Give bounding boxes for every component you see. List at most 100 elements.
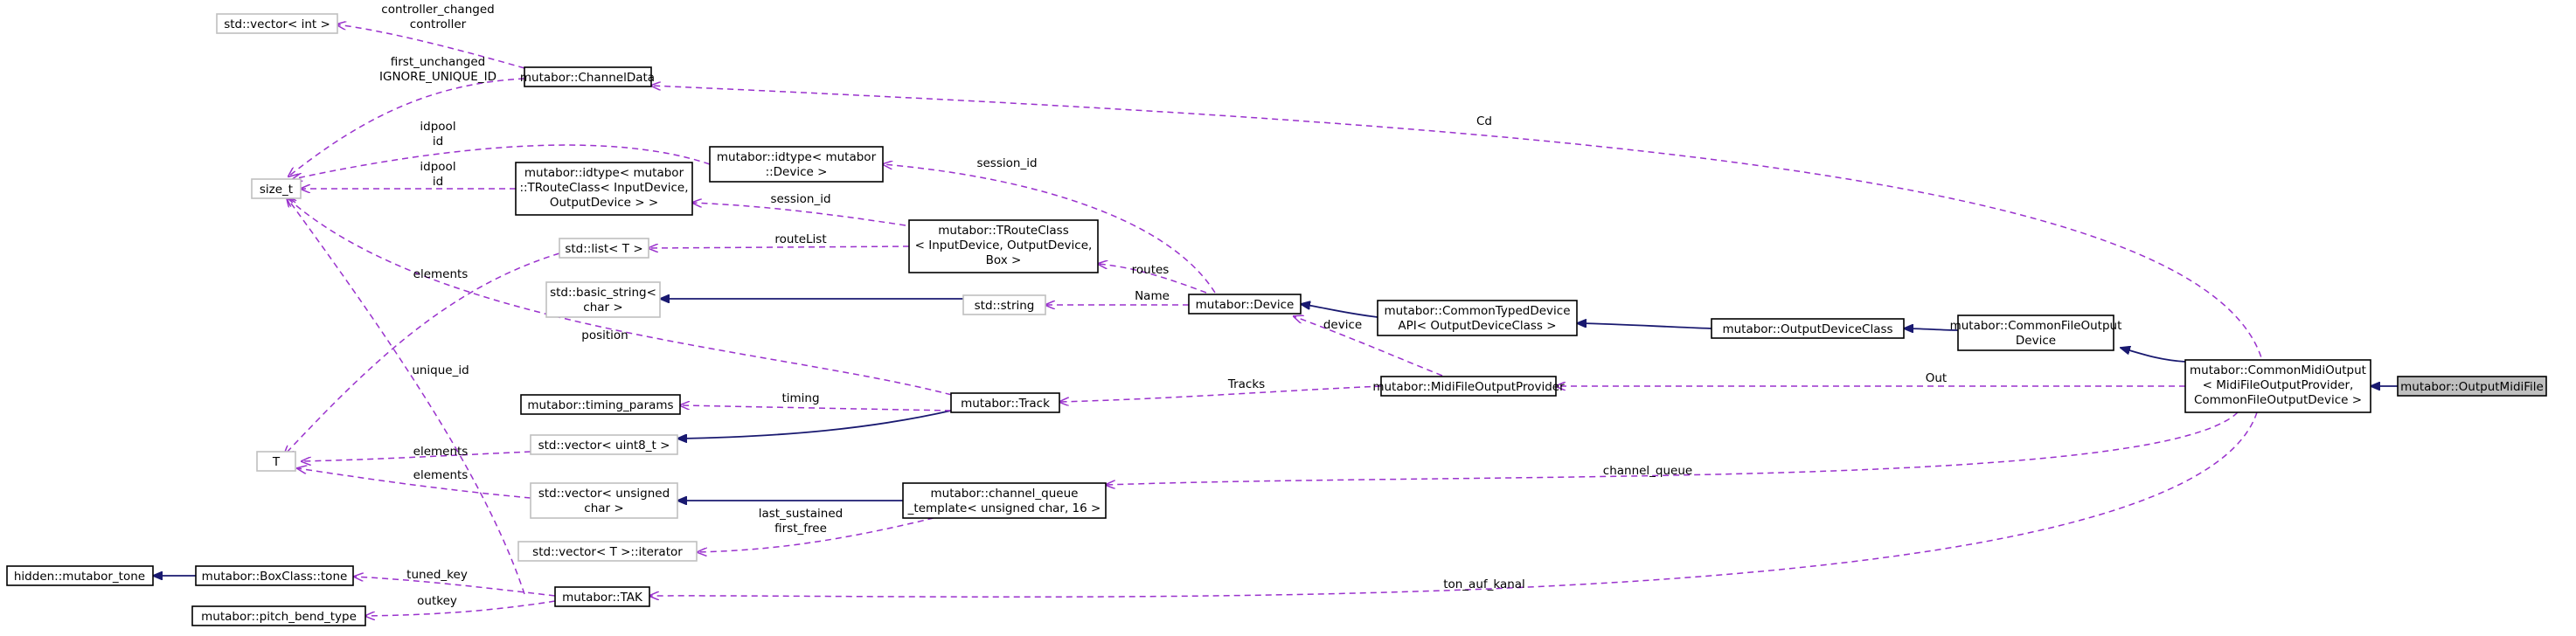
edge-inherit-commonfileoutput-commonmidioutput — [2121, 348, 2186, 363]
text-line: < MidiFileOutputProvider, — [2203, 378, 2354, 392]
edge-label-session-id-device: session_id — [976, 156, 1037, 170]
text-line: unique_id — [412, 363, 469, 377]
edge-use-routelist — [649, 246, 910, 248]
text-line: routeList — [774, 232, 826, 246]
svg-text:mutabor::pitch_bend_type: mutabor::pitch_bend_type — [201, 610, 357, 624]
svg-text:mutabor::Device: mutabor::Device — [1196, 298, 1295, 312]
node-pitch-bend-type[interactable]: mutabor::pitch_bend_type — [191, 605, 366, 626]
text-line: session_id — [976, 156, 1037, 170]
text-line: device — [1323, 318, 1362, 332]
node-idtype-troute[interactable]: mutabor::idtype< mutabor::TRouteClass< I… — [515, 162, 693, 216]
node-std-basic-string[interactable]: std::basic_string<char > — [545, 281, 661, 318]
node-std-list-t[interactable]: std::list< T > — [559, 238, 649, 259]
svg-text:mutabor::OutputMidiFile: mutabor::OutputMidiFile — [2400, 380, 2544, 394]
text-line: CommonFileOutputDevice > — [2194, 393, 2362, 407]
node-timing-params[interactable]: mutabor::timing_params — [520, 394, 681, 415]
node-std-string[interactable]: std::string — [962, 294, 1046, 315]
node-track[interactable]: mutabor::Track — [950, 392, 1060, 413]
text-line: last_sustained — [759, 507, 843, 521]
text-line: mutabor::OutputDeviceClass — [1722, 322, 1892, 336]
text-line: first_free — [774, 522, 827, 536]
text-line: size_t — [260, 183, 293, 197]
text-line: mutabor::pitch_bend_type — [201, 610, 357, 624]
svg-text:std::string: std::string — [975, 299, 1035, 313]
text-line: std::string — [975, 299, 1035, 313]
svg-text:T: T — [272, 455, 281, 469]
node-channel-data[interactable]: mutabor::ChannelData — [520, 66, 655, 87]
node-hidden-mutabor-tone[interactable]: hidden::mutabor_tone — [6, 565, 154, 586]
node-std-vector-uint8[interactable]: std::vector< uint8_t > — [530, 434, 678, 455]
text-line: ::Device > — [766, 165, 828, 179]
text-line: mutabor::CommonMidiOutput — [2190, 363, 2366, 377]
svg-text:mutabor::TAK: mutabor::TAK — [562, 591, 643, 605]
text-line: mutabor::TRouteClass — [938, 224, 1068, 238]
node-device[interactable]: mutabor::Device — [1188, 294, 1302, 315]
text-line: outkey — [417, 594, 457, 608]
edge-use-elements-unsigned — [297, 468, 531, 499]
edge-labels: Cd Out channel_queue ton_auf_kanal Track… — [379, 3, 1947, 608]
node-box-class-tone[interactable]: mutabor::BoxClass::tone — [195, 565, 354, 586]
svg-text:mutabor::MidiFileOutputProvide: mutabor::MidiFileOutputProvider — [1372, 380, 1565, 394]
node-std-vector-t-iterator[interactable]: std::vector< T >::iterator — [517, 541, 698, 562]
edge-label-tuned-key: tuned_key — [406, 568, 468, 582]
edge-use-elements-uint8 — [302, 451, 531, 461]
node-std-vector-int[interactable]: std::vector< int > — [216, 13, 338, 34]
node-size-t[interactable]: size_t — [251, 178, 302, 199]
text-line: first_unchanged — [391, 55, 486, 69]
text-line: elements — [413, 267, 469, 281]
edge-label-unique-id: unique_id — [412, 363, 469, 377]
text-line: mutabor::timing_params — [527, 398, 673, 412]
text-line: elements — [413, 468, 469, 482]
edge-use-device — [1294, 316, 1443, 377]
text-line: IGNORE_UNIQUE_ID — [379, 70, 496, 84]
text-line: std::vector< unsigned — [538, 487, 670, 501]
text-line: idpool — [420, 160, 455, 174]
edge-inherit-stdvectoruint8-track — [677, 410, 952, 439]
node-t-param[interactable]: T — [256, 451, 296, 472]
text-line: mutabor::CommonFileOutput — [1950, 319, 2122, 333]
text-line: std::vector< T >::iterator — [532, 545, 683, 559]
svg-text:mutabor::channel_queue_templat: mutabor::channel_queue_template< unsigne… — [907, 487, 1101, 515]
edge-label-cd: Cd — [1476, 114, 1492, 128]
text-line: Device — [2016, 334, 2056, 348]
node-channel-queue-template[interactable]: mutabor::channel_queue_template< unsigne… — [902, 482, 1107, 519]
text-line: mutabor::MidiFileOutputProvider — [1372, 380, 1565, 394]
node-idtype-device[interactable]: mutabor::idtype< mutabor::Device > — [709, 146, 884, 183]
text-line: id — [433, 135, 443, 149]
text-line: mutabor::Device — [1196, 298, 1295, 312]
node-output-device-class[interactable]: mutabor::OutputDeviceClass — [1711, 318, 1905, 339]
text-line: OutputDevice > > — [550, 196, 658, 210]
text-line: < InputDevice, OutputDevice, — [915, 238, 1093, 252]
nodes: mutabor::OutputMidiFile mutabor::CommonM… — [6, 13, 2547, 626]
svg-text:std::vector< uint8_t >: std::vector< uint8_t > — [538, 439, 670, 453]
text-line: id — [433, 175, 443, 189]
node-common-midi-output[interactable]: mutabor::CommonMidiOutput< MidiFileOutpu… — [2184, 359, 2371, 413]
text-line: _template< unsigned char, 16 > — [907, 501, 1101, 515]
node-midi-file-output-provider[interactable]: mutabor::MidiFileOutputProvider — [1372, 376, 1565, 397]
edge-label-ton-auf-kanal: ton_auf_kanal — [1443, 577, 1525, 591]
text-line: hidden::mutabor_tone — [14, 570, 145, 584]
text-line: mutabor::OutputMidiFile — [2400, 380, 2544, 394]
edge-label-device: device — [1323, 318, 1362, 332]
svg-text:mutabor::idtype< mutabor::Devi: mutabor::idtype< mutabor::Device > — [717, 150, 877, 179]
svg-text:std::vector< T >::iterator: std::vector< T >::iterator — [532, 545, 683, 559]
text-line: char > — [584, 501, 623, 515]
svg-text:std::basic_string<char >: std::basic_string<char > — [550, 286, 656, 315]
edge-label-position: position — [581, 328, 628, 342]
edge-label-session-id-route: session_id — [770, 192, 830, 206]
node-output-midi-file[interactable]: mutabor::OutputMidiFile — [2397, 376, 2547, 397]
svg-text:mutabor::ChannelData: mutabor::ChannelData — [520, 71, 655, 85]
text-line: API< OutputDeviceClass > — [1398, 319, 1556, 333]
edge-use-routes — [1098, 264, 1207, 294]
node-troute-class[interactable]: mutabor::TRouteClass< InputDevice, Outpu… — [908, 219, 1099, 273]
edge-use-lastsustained — [698, 515, 945, 552]
node-tak[interactable]: mutabor::TAK — [554, 586, 650, 607]
text-line: mutabor::ChannelData — [520, 71, 655, 85]
